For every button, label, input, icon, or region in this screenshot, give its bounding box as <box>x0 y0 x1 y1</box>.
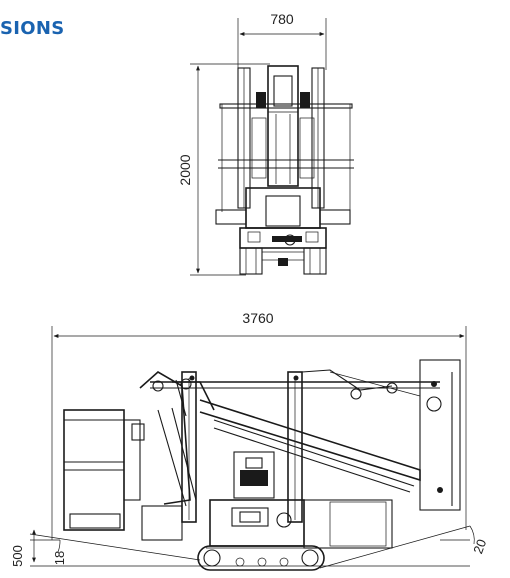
crawler-track <box>197 545 325 571</box>
front-rail-top <box>219 103 353 109</box>
side-length-label: 3760 <box>242 310 273 326</box>
side-view-machine <box>29 326 475 571</box>
rear-angle-label: 20 <box>470 537 489 556</box>
rear-departure-line <box>319 525 471 569</box>
front-angle-label: 18 <box>52 551 67 565</box>
front-width-label: 780 <box>270 11 294 27</box>
ground-height-label: 500 <box>10 545 25 567</box>
section-heading: SIONS <box>0 18 65 39</box>
front-view-machine <box>190 18 354 276</box>
front-approach-line <box>29 533 201 561</box>
front-height-label: 2000 <box>177 154 193 185</box>
